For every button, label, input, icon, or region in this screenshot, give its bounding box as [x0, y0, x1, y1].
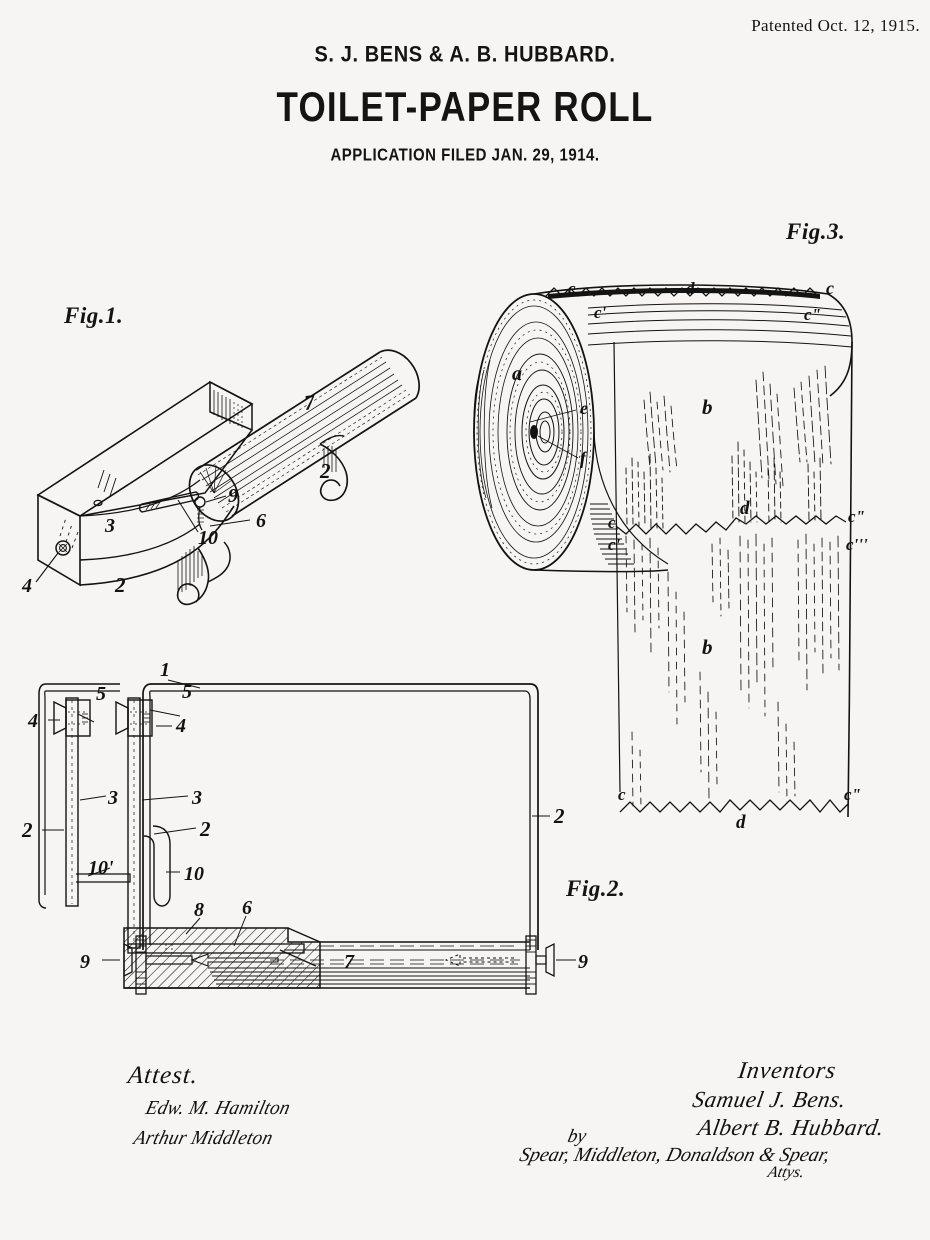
inventors-heading: Inventors [736, 1058, 838, 1084]
fig3-label-e: e [580, 398, 588, 418]
fig2-label-2-right: 2 [553, 804, 565, 828]
fig3-label-b-upper: b [702, 395, 713, 419]
fig2-label-5-right: 5 [182, 681, 192, 703]
attest-block: Attest. Edw. M. Hamilton Arthur Middleto… [126, 1062, 293, 1150]
fig3-label-c1-top: c' [594, 303, 607, 322]
fig1-label-9: 9 [228, 485, 238, 507]
fig1-label-7: 7 [303, 390, 318, 415]
fig2-label-7: 7 [344, 951, 355, 973]
attorneys-label: Attys. [766, 1164, 806, 1181]
fig1-drawing: 7 2 2 3 10 6 9 4 [21, 349, 420, 606]
fig3-label-d-top: d [686, 279, 695, 298]
fig3-label-c-bottom: c [618, 785, 626, 804]
fig2-label-10: 10 [184, 863, 204, 885]
fig2-label-1: 1 [160, 659, 170, 681]
fig3-label-d-mid: d [740, 498, 750, 519]
fig1-caption: Fig.1. [64, 303, 124, 328]
patent-date: Patented Oct. 12, 1915. [751, 16, 920, 35]
attest-signature-2: Arthur Middleton [131, 1127, 276, 1150]
fig3-label-b-lower: b [702, 635, 713, 659]
fig1-label-4: 4 [21, 575, 32, 597]
fig3-label-c1-mid: c' [608, 535, 621, 554]
fig3-label-c-top-left: c [568, 279, 576, 298]
fig3-label-c3-mid: c''' [846, 535, 868, 554]
fig1-label-2-rear: 2 [319, 459, 331, 483]
fig3-label-a: a [512, 363, 522, 385]
fig1-label-2-front: 2 [114, 573, 126, 597]
fig2-drawing: 1 2 2 2 3 3 5 5 4 4 10' 10 8 6 7 9 9 [21, 659, 588, 995]
fig3-caption: Fig.3. [786, 219, 846, 244]
fig2-label-6: 6 [242, 897, 252, 919]
fig3-label-c-mid: c [608, 513, 616, 532]
fig2-label-9-left: 9 [80, 951, 90, 973]
fig2-caption: Fig.2. [566, 876, 626, 901]
fig3-label-d-bottom: d [736, 812, 746, 833]
fig3-label-f: f [580, 448, 588, 468]
fig1-label-10: 10 [198, 527, 218, 549]
attest-signature-1: Edw. M. Hamilton [143, 1097, 293, 1120]
fig2-label-9-right: 9 [578, 951, 588, 973]
page-title: TOILET-PAPER ROLL [276, 84, 654, 131]
fig3-label-c2-mid: c" [848, 507, 865, 526]
fig2-label-4-right: 4 [175, 715, 186, 737]
fig2-label-3-left: 3 [107, 787, 118, 809]
fig2-label-10-prime: 10' [88, 857, 114, 879]
inventors-block: Inventors Samuel J. Bens. Albert B. Hubb… [517, 1058, 920, 1181]
fig2-label-2-mid: 2 [199, 817, 211, 841]
fig2-label-3-right: 3 [191, 787, 202, 809]
fig2-label-4-left: 4 [27, 710, 38, 732]
inventor-names-header: S. J. BENS & A. B. HUBBARD. [314, 42, 616, 68]
fig2-label-8: 8 [194, 899, 204, 921]
fig3-drawing: a b b e f c c' d c c" c c' d c" c''' c d… [473, 278, 868, 833]
fig3-label-c2-bottom: c" [844, 785, 861, 804]
fig2-label-5-left: 5 [96, 683, 106, 705]
attest-heading: Attest. [126, 1062, 200, 1089]
fig2-label-2-left: 2 [21, 818, 33, 842]
inventor-name-1: Samuel J. Bens. [690, 1087, 849, 1112]
fig3-label-c-top-right: c [826, 278, 834, 298]
application-filed-line: APPLICATION FILED JAN. 29, 1914. [330, 145, 600, 166]
fig1-label-6: 6 [256, 510, 266, 532]
fig1-label-3: 3 [104, 515, 115, 537]
fig3-label-c2-top: c" [804, 305, 821, 324]
